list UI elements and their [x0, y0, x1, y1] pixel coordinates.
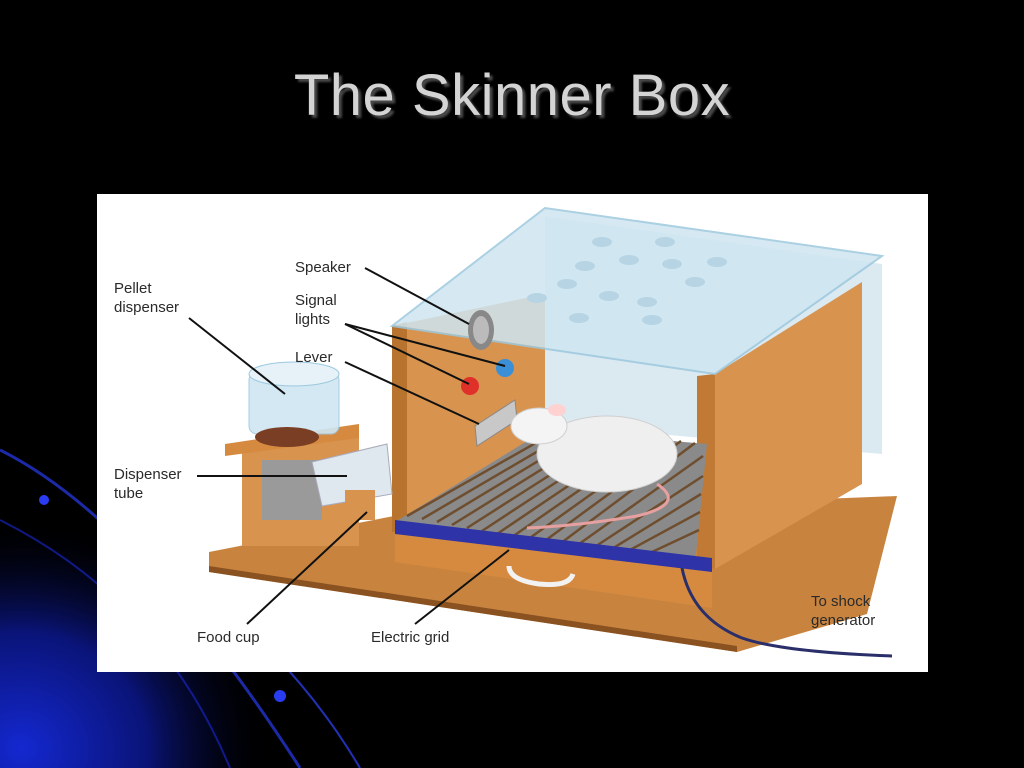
signal-light-blue — [496, 359, 514, 377]
left-wall — [392, 294, 545, 532]
signal-light-red — [461, 377, 479, 395]
decor-dot — [274, 690, 286, 702]
label-speaker: Speaker — [295, 259, 351, 276]
glass-top — [389, 206, 885, 376]
tray-handle — [506, 565, 576, 587]
left-wall-front — [392, 322, 407, 532]
electric-grid-strip — [395, 520, 712, 572]
slide-title: The Skinner Box — [293, 63, 731, 128]
label-lever: Lever — [295, 349, 333, 366]
label-pellet-dispenser: Pellet dispenser — [114, 280, 180, 316]
right-wall-side — [697, 374, 715, 569]
rat — [510, 404, 678, 530]
leader-lines — [188, 267, 510, 625]
right-wall — [715, 282, 862, 569]
label-signal-lights: Signal lights — [295, 292, 337, 328]
speaker-icon — [468, 310, 494, 350]
pellet-dispenser — [225, 361, 359, 546]
label-electric-grid: Electric grid — [371, 629, 450, 646]
decor-dot — [39, 495, 49, 505]
label-shock-generator: To shock generator — [811, 593, 876, 629]
skinner-box-figure: Pellet dispenser Speaker Signal lights L… — [97, 194, 928, 672]
base-board-edge — [209, 566, 737, 652]
skinner-box-illustration — [188, 206, 897, 658]
shock-cable — [680, 567, 893, 658]
label-food-cup: Food cup — [197, 629, 260, 646]
label-dispenser-tube: Dispenser tube — [114, 466, 182, 502]
glass-top-holes — [527, 237, 727, 325]
food-cup — [345, 490, 375, 520]
tray-front — [395, 532, 712, 608]
